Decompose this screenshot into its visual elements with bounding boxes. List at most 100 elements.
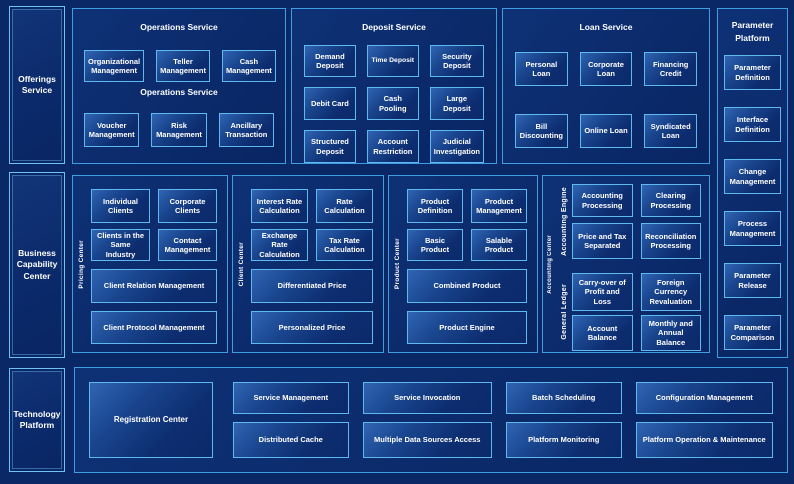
panel-parameter-platform: Parameter Platform Parameter Definition …: [717, 8, 788, 358]
panel-loan-service: Loan Service Personal Loan Corporate Loa…: [502, 8, 710, 164]
box-tax-rate-calculation: Tax Rate Calculation: [316, 229, 373, 261]
box-clients-same-industry: Clients in the Same Industry: [91, 229, 150, 261]
box-client-relation-management: Client Relation Management: [91, 269, 217, 303]
box-contact-management: Contact Management: [158, 229, 217, 261]
box-parameter-comparison: Parameter Comparison: [724, 315, 781, 350]
box-syndicated-loan: Syndicated Loan: [644, 114, 697, 148]
box-time-deposit: Time Deposit: [366, 45, 419, 77]
box-corporate-loan: Corporate Loan: [579, 52, 633, 86]
box-interface-definition: Interface Definition: [724, 107, 781, 142]
box-differentiated-price: Differentiated Price: [251, 269, 373, 303]
box-platform-monitoring: Platform Monitoring: [505, 422, 622, 458]
technology-platform-label: Technology Platform: [13, 408, 61, 430]
box-multiple-data-sources-access: Multiple Data Sources Access: [362, 422, 492, 458]
box-risk-management: Risk Management: [151, 113, 207, 147]
box-security-deposit: Security Deposit: [429, 45, 484, 77]
box-monthly-and-annual-balance: Monthly and Annual Balance: [640, 315, 701, 351]
sidebar-technology-platform: Technology Platform: [9, 368, 65, 472]
box-account-restriction: Account Restriction: [366, 130, 419, 163]
technology-column-2: Service Invocation Multiple Data Sources…: [362, 382, 492, 458]
pricing-center-strip: Pricing Center: [73, 176, 89, 352]
box-bill-discounting: Bill Discounting: [515, 114, 568, 148]
box-financing-credit: Financing Credit: [644, 52, 697, 86]
loan-row-1: Personal Loan Corporate Loan Financing C…: [515, 52, 697, 86]
box-distributed-cache: Distributed Cache: [233, 422, 349, 458]
panel-operations-service: Operations Service Organizational Manage…: [72, 8, 286, 164]
box-personal-loan: Personal Loan: [515, 52, 568, 86]
pricing-center-grid: Individual Clients Corporate Clients Cli…: [91, 189, 217, 261]
box-corporate-clients: Corporate Clients: [158, 189, 217, 223]
box-registration-center: Registration Center: [89, 382, 213, 458]
client-center-vertical-label: Client Center: [237, 241, 245, 287]
client-center-body: Interest Rate Calculation Rate Calculati…: [249, 176, 383, 352]
box-debit-card: Debit Card: [304, 87, 356, 120]
technology-columns: Service Management Distributed Cache Ser…: [233, 382, 773, 458]
box-rate-calculation: Rate Calculation: [316, 189, 373, 223]
panel-deposit-service: Deposit Service Demand Deposit Time Depo…: [291, 8, 497, 164]
box-online-loan: Online Loan: [579, 114, 633, 148]
box-parameter-definition: Parameter Definition: [724, 55, 781, 90]
operations-service-title: Operations Service: [140, 22, 218, 32]
parameter-platform-title: Parameter Platform: [731, 20, 774, 43]
accounting-center-body: Accounting Engine Accounting Processing …: [557, 176, 709, 352]
box-personalized-price: Personalized Price: [251, 310, 373, 344]
accounting-engine-section: Accounting Engine Accounting Processing …: [557, 184, 701, 259]
box-individual-clients: Individual Clients: [91, 189, 150, 223]
box-service-management: Service Management: [233, 382, 349, 415]
box-process-management: Process Management: [724, 211, 781, 246]
box-teller-management: Teller Management: [156, 50, 210, 82]
box-salable-product: Salable Product: [471, 229, 527, 261]
box-reconciliation-processing: Reconciliation Processing: [640, 223, 701, 259]
client-center-grid: Interest Rate Calculation Rate Calculati…: [251, 189, 373, 261]
box-ancillary-transaction: Ancillary Transaction: [218, 113, 274, 147]
box-basic-product: Basic Product: [407, 229, 463, 261]
client-center-strip: Client Center: [233, 176, 249, 352]
box-organizational-management: Organizational Management: [84, 50, 145, 82]
loan-row-2: Bill Discounting Online Loan Syndicated …: [515, 114, 697, 148]
box-change-management: Change Management: [724, 159, 781, 194]
technology-column-4: Configuration Management Platform Operat…: [635, 382, 773, 458]
panel-client-center: Client Center Interest Rate Calculation …: [232, 175, 384, 353]
sidebar-offerings-service: Offerings Service: [9, 6, 65, 164]
accounting-engine-vertical-label: Accounting Engine: [561, 187, 568, 256]
operations-row-2: Voucher Management Risk Management Ancil…: [84, 113, 274, 147]
technology-column-3: Batch Scheduling Platform Monitoring: [505, 382, 622, 458]
box-exchange-rate-calculation: Exchange Rate Calculation: [251, 229, 308, 261]
accounting-engine-strip: Accounting Engine: [557, 184, 572, 259]
box-clearing-processing: Clearing Processing: [640, 184, 701, 217]
general-ledger-strip: General Ledger: [557, 273, 572, 351]
box-cash-management: Cash Management: [221, 50, 276, 82]
box-structured-deposit: Structured Deposit: [304, 130, 356, 163]
box-product-management: Product Management: [471, 189, 527, 223]
general-ledger-section: General Ledger Carry-over of Profit and …: [557, 273, 701, 351]
box-client-protocol-management: Client Protocol Management: [91, 310, 217, 344]
panel-product-center: Product Center Product Definition Produc…: [388, 175, 538, 353]
accounting-engine-grid: Accounting Processing Clearing Processin…: [572, 184, 701, 259]
sidebar-business-capability-center: Business Capability Center: [9, 172, 65, 358]
box-price-and-tax-separated: Price and Tax Separated: [572, 223, 633, 259]
box-voucher-management: Voucher Management: [84, 113, 140, 147]
loan-service-title: Loan Service: [579, 22, 633, 32]
box-service-invocation: Service Invocation: [362, 382, 492, 415]
panel-accounting-center: Accounting Center Accounting Engine Acco…: [542, 175, 710, 353]
box-account-balance: Account Balance: [572, 315, 633, 351]
box-platform-operation-maintenance: Platform Operation & Maintenance: [635, 422, 773, 458]
box-demand-deposit: Demand Deposit: [304, 45, 356, 77]
operations-service-mid-title: Operations Service: [140, 87, 218, 97]
box-large-deposit: Large Deposit: [429, 87, 484, 120]
pricing-center-vertical-label: Pricing Center: [77, 239, 85, 289]
product-center-strip: Product Center: [389, 176, 405, 352]
panel-pricing-center: Pricing Center Individual Clients Corpor…: [72, 175, 228, 353]
box-product-engine: Product Engine: [407, 310, 527, 344]
box-judicial-investigation: Judicial Investigation: [429, 130, 484, 163]
box-batch-scheduling: Batch Scheduling: [505, 382, 622, 415]
accounting-center-strip: Accounting Center: [543, 176, 557, 352]
technology-column-1: Service Management Distributed Cache: [233, 382, 349, 458]
box-interest-rate-calculation: Interest Rate Calculation: [251, 189, 308, 223]
operations-row-1: Organizational Management Teller Managem…: [84, 50, 276, 82]
accounting-center-vertical-label: Accounting Center: [547, 234, 553, 294]
box-carry-over-of-profit-and-loss: Carry-over of Profit and Loss: [572, 273, 633, 311]
parameter-platform-stack: Parameter Definition Interface Definitio…: [724, 55, 781, 350]
box-accounting-processing: Accounting Processing: [572, 184, 633, 217]
